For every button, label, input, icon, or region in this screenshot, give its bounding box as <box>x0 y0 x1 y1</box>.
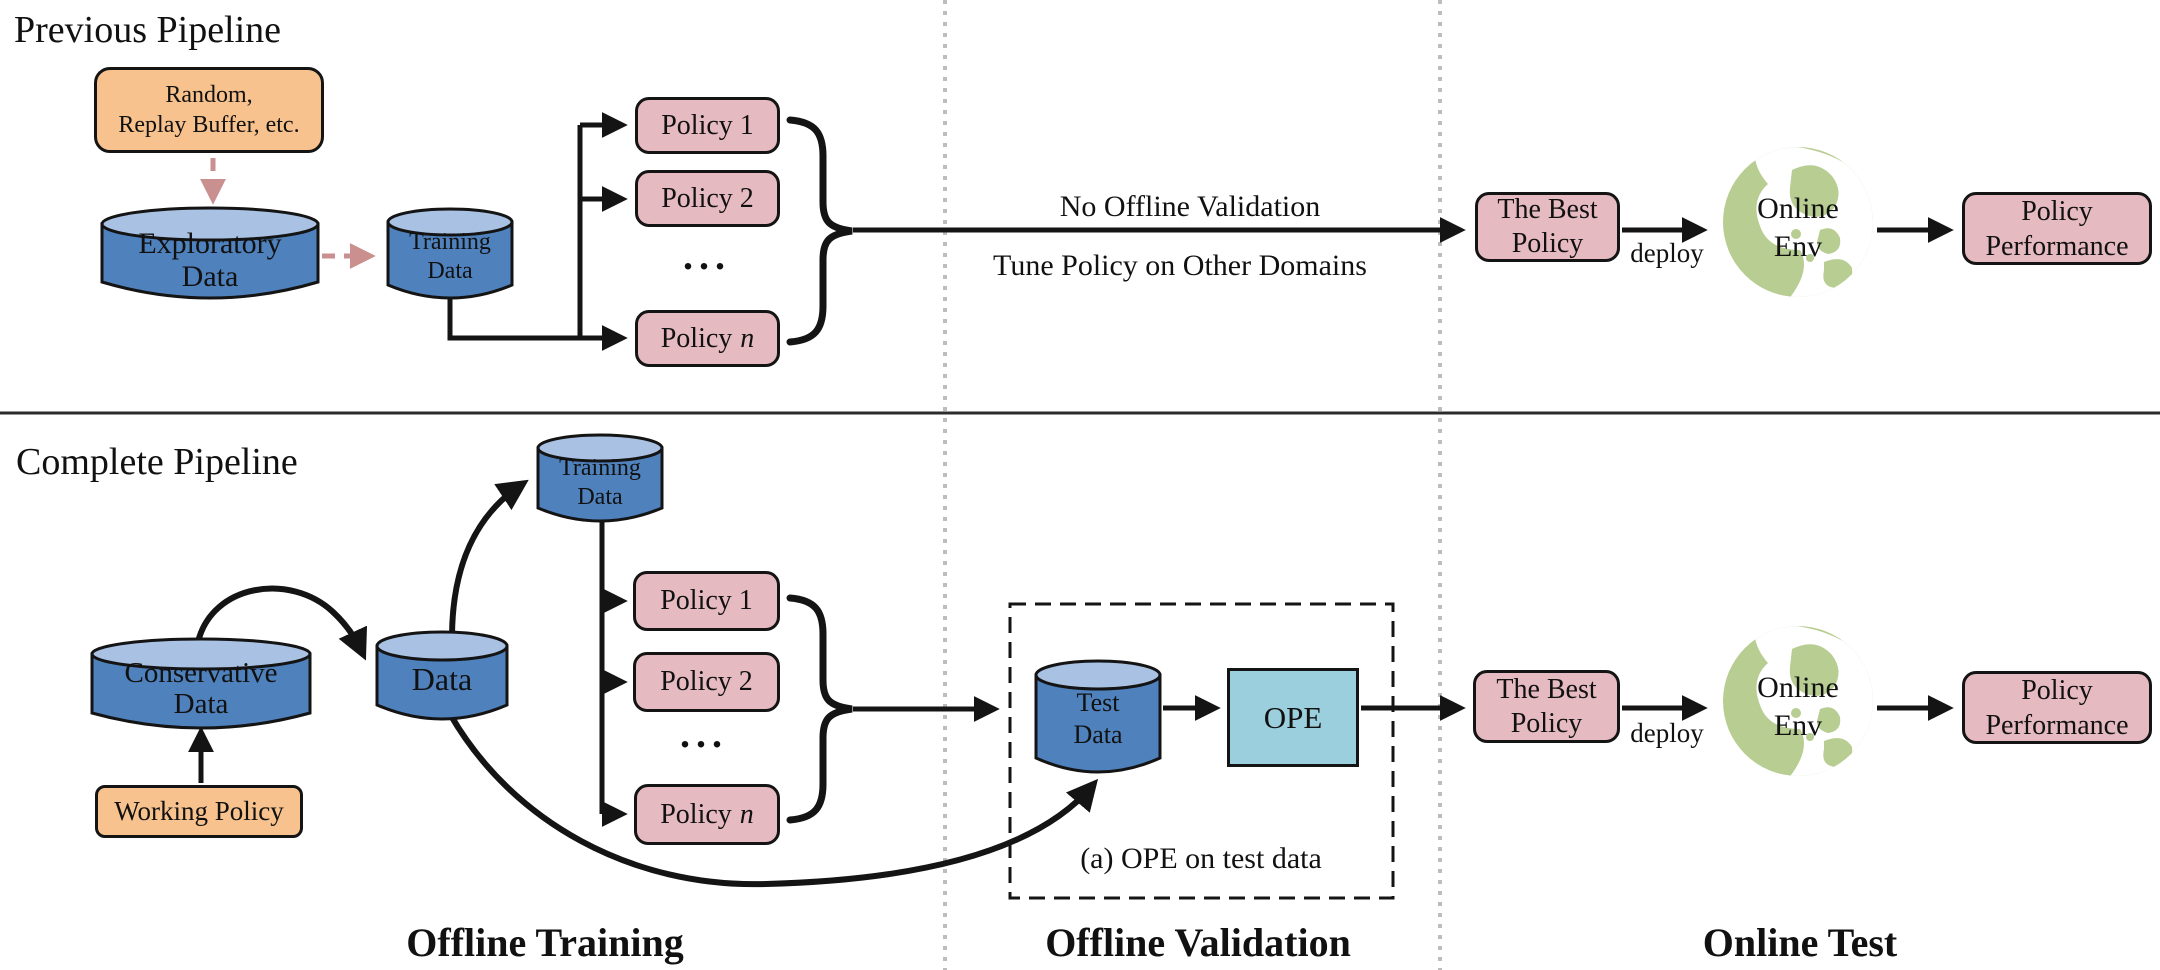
exploratory-data-cylinder <box>100 206 320 300</box>
test-data-cylinder <box>1034 659 1162 774</box>
training-data-label-bottom: Training Data <box>559 455 641 510</box>
best-policy-box-top: The Best Policy <box>1475 192 1620 262</box>
online-env-label-bottom-line1: Online <box>1757 671 1839 704</box>
conservative-data-label: Conservative Data <box>124 657 278 720</box>
section-label-online-test: Online Test <box>1702 919 1898 965</box>
complete-pipeline-title: Complete Pipeline <box>16 441 298 483</box>
data-cylinder-label: Data <box>411 660 473 697</box>
test-data-label: Test Data <box>1073 688 1123 749</box>
tune-policy-label: Tune Policy on Other Domains <box>993 249 1367 282</box>
policies-ellipsis-top: ... <box>683 232 731 278</box>
policies-brace-bottom <box>786 594 853 824</box>
online-env-label-top-line2: Env <box>1773 230 1823 263</box>
deploy-label-top: deploy <box>1630 237 1704 268</box>
previous-pipeline-title: Previous Pipeline <box>14 9 282 51</box>
data-to-test-data-arrow <box>447 712 1099 888</box>
online-env-label-top-line1: Online <box>1757 192 1839 225</box>
conservative-to-data-arrow <box>195 585 368 661</box>
section-label-offline-validation: Offline Validation <box>1045 919 1351 965</box>
training-data-cylinder-top <box>386 207 514 300</box>
policy-2-box-bottom: Policy 2 <box>633 652 780 712</box>
policies-brace-top <box>786 116 853 346</box>
data-to-training-arrow <box>449 479 529 639</box>
online-env-label-bottom-line2: Env <box>1773 709 1823 742</box>
ope-box: OPE <box>1227 668 1359 767</box>
ope-caption: (a) OPE on test data <box>1080 842 1322 875</box>
deploy-label-bottom: deploy <box>1630 717 1704 748</box>
random-source-box: Random, Replay Buffer, etc. <box>94 67 324 153</box>
data-cylinder <box>375 630 509 721</box>
policy-performance-box-top: Policy Performance <box>1962 192 2152 265</box>
working-policy-box: Working Policy <box>95 785 303 838</box>
random-source-line1: Random, <box>165 82 253 108</box>
training-data-cylinder-bottom <box>536 433 664 523</box>
no-offline-validation-label: No Offline Validation <box>1059 190 1321 223</box>
policy-performance-box-bottom: Policy Performance <box>1962 671 2152 744</box>
training-data-label-top: Training Data <box>409 229 491 284</box>
best-policy-box-bottom: The Best Policy <box>1473 670 1620 743</box>
ope-dashed-box <box>1008 602 1395 900</box>
random-source-line2: Replay Buffer, etc. <box>118 112 300 138</box>
policies-ellipsis-bottom: ... <box>680 710 728 756</box>
policy-1-box-bottom: Policy 1 <box>633 571 780 631</box>
online-env-globe-icon <box>1723 147 1873 297</box>
training-to-policy-n-connector <box>447 296 628 351</box>
policy-2-box-top: Policy 2 <box>635 170 780 227</box>
policy-1-box-top: Policy 1 <box>635 97 780 154</box>
section-label-offline-training: Offline Training <box>406 919 684 965</box>
exploratory-data-label: Exploratory Data <box>138 227 282 293</box>
conservative-data-cylinder <box>90 637 312 730</box>
